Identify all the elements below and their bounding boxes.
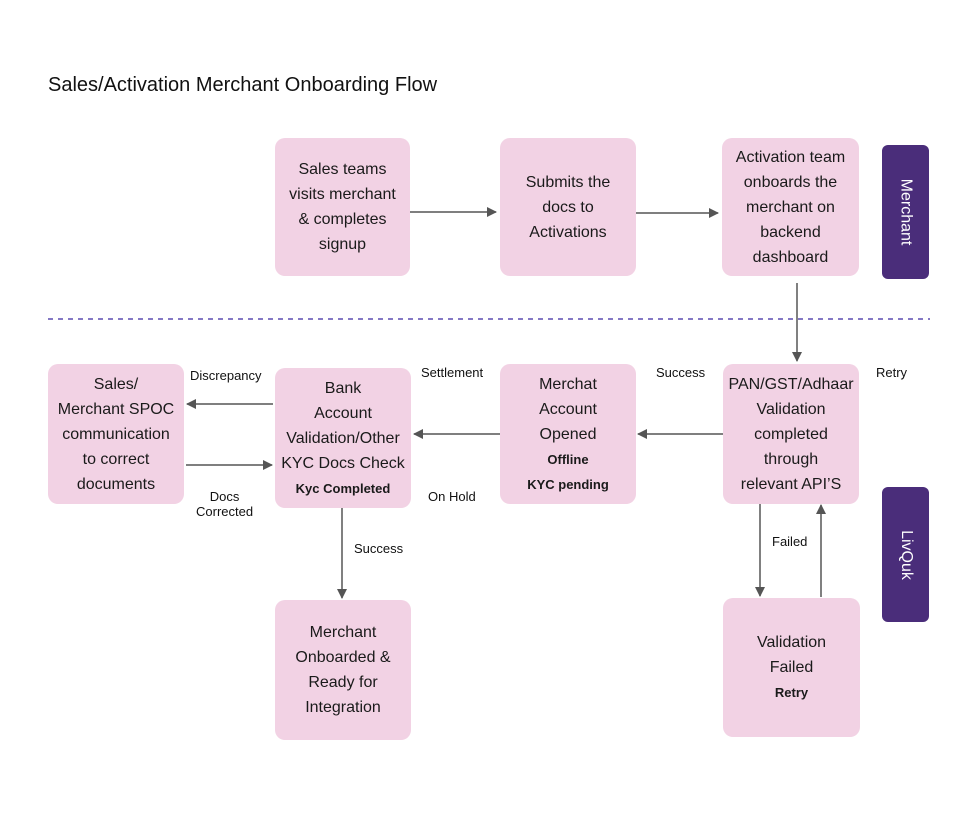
node-pan-validation-text: PAN/GST/Adhaar Validation completed thro… bbox=[728, 375, 854, 493]
lane-livquk: LivQuk bbox=[882, 487, 929, 622]
node-account-opened: Merchat Account Opened Offline KYC pendi… bbox=[500, 364, 636, 504]
node-submit-docs: Submits the docs to Activations bbox=[500, 138, 636, 276]
label-success-pan: Success bbox=[656, 365, 706, 380]
label-success-bank: Success bbox=[354, 541, 404, 556]
label-settlement: Settlement bbox=[421, 365, 484, 380]
label-failed: Failed bbox=[772, 534, 808, 549]
label-retry: Retry bbox=[876, 365, 908, 380]
node-pan-validation: PAN/GST/Adhaar Validation completed thro… bbox=[723, 364, 859, 504]
node-submit-docs-text: Submits the docs to Activations bbox=[525, 173, 611, 241]
node-bank-validation-text: Bank Account Validation/Other KYC Docs C… bbox=[281, 379, 405, 472]
node-spoc-text: Sales/ Merchant SPOC communication to co… bbox=[57, 375, 175, 493]
label-docs-corrected: Docs Corrected bbox=[196, 489, 254, 519]
node-validation-failed: Validation Failed Retry bbox=[723, 598, 860, 737]
node-bank-validation: Bank Account Validation/Other KYC Docs C… bbox=[275, 368, 411, 508]
lane-merchant: Merchant bbox=[882, 145, 929, 279]
label-on-hold: On Hold bbox=[428, 489, 476, 504]
node-sales-visit: Sales teams visits merchant & completes … bbox=[275, 138, 410, 276]
node-onboarded-text: Merchant Onboarded & Ready for Integrati… bbox=[295, 624, 391, 716]
node-account-opened-kyc: KYC pending bbox=[527, 476, 609, 492]
node-activation-onboard-text: Activation team onboards the merchant on… bbox=[735, 148, 846, 266]
node-activation-onboard: Activation team onboards the merchant on… bbox=[722, 138, 859, 276]
node-onboarded: Merchant Onboarded & Ready for Integrati… bbox=[275, 600, 411, 740]
node-validation-failed-text: Validation Failed bbox=[756, 634, 827, 676]
node-bank-validation-kyc: Kyc Completed bbox=[295, 480, 391, 496]
node-account-opened-text: Merchat Account Opened bbox=[539, 375, 597, 443]
node-account-opened-offline: Offline bbox=[547, 451, 589, 467]
node-validation-failed-retry: Retry bbox=[774, 685, 809, 700]
page-title: Sales/Activation Merchant Onboarding Flo… bbox=[48, 74, 438, 96]
label-discrepancy: Discrepancy bbox=[190, 368, 262, 383]
node-sales-visit-text: Sales teams visits merchant & completes … bbox=[289, 161, 396, 253]
node-spoc: Sales/ Merchant SPOC communication to co… bbox=[48, 364, 184, 504]
